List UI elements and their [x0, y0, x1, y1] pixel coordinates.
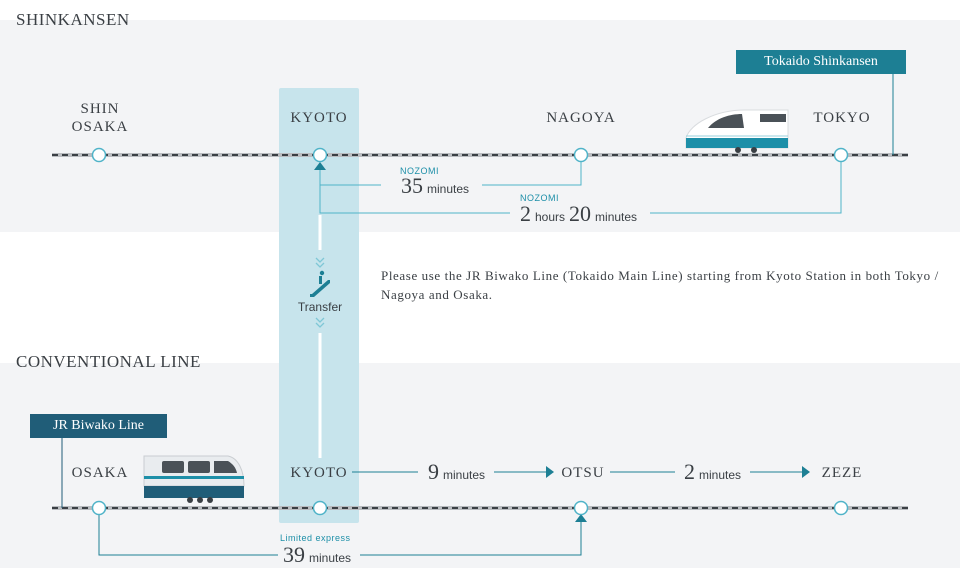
station-osaka: OSAKA: [71, 465, 129, 481]
dot-osaka: [91, 500, 107, 516]
conventional-section-title: CONVENTIONAL LINE: [16, 352, 201, 371]
tokyo-service-label: NOZOMI: [520, 193, 559, 203]
kyoto-otsu-travel-time: 9 minutes: [428, 461, 485, 486]
station-tokyo: TOKYO: [813, 110, 871, 126]
osaka-otsu-service-label: Limited express: [280, 533, 351, 543]
dot-zeze: [833, 500, 849, 516]
dot-kyoto-conventional: [312, 500, 328, 516]
station-nagoya: NAGOYA: [546, 110, 616, 126]
conventional-train-icon: [143, 455, 245, 503]
conventional-station-dots: [91, 500, 849, 516]
transfer-label: Transfer: [297, 300, 343, 314]
tokyo-hours-number: 2: [520, 201, 531, 226]
osaka-otsu-travel-time: 39 minutes: [283, 544, 351, 569]
station-shin-osaka-line2: OSAKA: [71, 119, 129, 135]
dot-nagoya: [573, 147, 589, 163]
escalator-icon: [310, 270, 330, 297]
arrow-right-icon: [802, 466, 810, 478]
otsu-zeze-number: 2: [684, 459, 695, 484]
tokyo-minutes-unit: minutes: [595, 210, 638, 224]
tokyo-connector: [319, 162, 842, 214]
station-kyoto-conventional: KYOTO: [290, 465, 348, 481]
tokaido-shinkansen-tag: Tokaido Shinkansen: [736, 50, 906, 74]
osaka-otsu-connector: [98, 515, 582, 556]
tokyo-hours-unit: hours: [535, 210, 566, 224]
dot-tokyo: [833, 147, 849, 163]
dot-otsu: [573, 500, 589, 516]
osaka-otsu-number: 39: [283, 542, 305, 567]
otsu-zeze-unit: minutes: [699, 468, 742, 482]
jr-biwako-line-tag: JR Biwako Line: [30, 414, 167, 438]
arrow-right-icon: [546, 466, 554, 478]
dot-kyoto-shinkansen: [312, 147, 328, 163]
kyoto-otsu-unit: minutes: [443, 468, 486, 482]
nagoya-travel-time: 35 minutes: [401, 175, 469, 200]
transfer-note: Please use the JR Biwako Line (Tokaido M…: [381, 268, 939, 302]
station-shin-osaka: SHIN OSAKA: [60, 100, 140, 136]
arrow-up-icon: [314, 162, 326, 170]
dot-shin-osaka: [91, 147, 107, 163]
otsu-zeze-travel-time: 2 minutes: [684, 461, 741, 486]
nagoya-minutes-unit: minutes: [427, 182, 470, 196]
station-kyoto-shinkansen: KYOTO: [290, 110, 348, 126]
station-otsu: OTSU: [561, 465, 605, 481]
nagoya-minutes-number: 35: [401, 173, 423, 198]
transfer-connector: [310, 215, 330, 458]
osaka-otsu-unit: minutes: [309, 551, 352, 565]
shinkansen-section-title: SHINKANSEN: [16, 10, 130, 29]
kyoto-otsu-number: 9: [428, 459, 439, 484]
chevron-down-icon: [315, 257, 325, 328]
shinkansen-train-icon: [685, 109, 789, 153]
station-shin-osaka-line1: SHIN: [80, 101, 120, 117]
shinkansen-station-dots: [91, 147, 849, 163]
nagoya-connector: [320, 162, 582, 186]
nagoya-service-label: NOZOMI: [400, 166, 439, 176]
station-zeze: ZEZE: [821, 465, 863, 481]
arrow-up-icon: [575, 514, 587, 522]
tokyo-minutes-number: 20: [569, 201, 592, 226]
